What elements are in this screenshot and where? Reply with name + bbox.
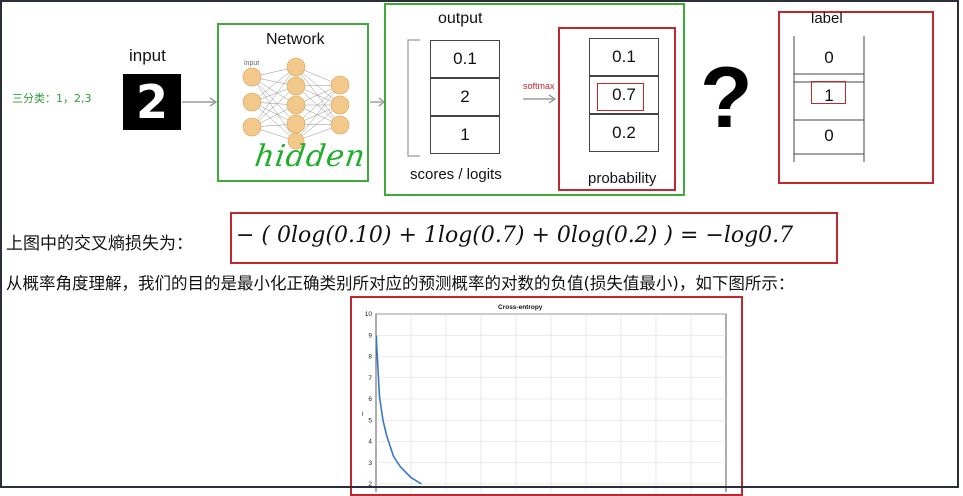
probability-cell: 0.7 [589,76,659,114]
y-tick-label: 2 [368,481,372,488]
input-digit-image: 2 [123,74,181,130]
true-label-highlight [811,81,846,104]
network-input-label: input [244,60,260,67]
chart-title: Cross-entropy [498,304,543,311]
label-box [778,11,934,184]
loss-formula: − ( 0log(0.10) + 1log(0.7) + 0log(0.2) )… [236,223,794,248]
scores-bracket [407,39,420,157]
score-cell: 2 [430,78,500,116]
label-value: 0 [824,126,834,145]
label-column-lines [793,36,865,162]
y-tick-label: 10 [365,311,373,318]
score-cell: 0.1 [430,40,500,78]
y-tick-label: 9 [368,332,372,339]
probability-label: probability [588,170,657,187]
label-value: 0 [824,48,834,67]
cross-entropy-chart: 10 9 8 7 6 5 4 3 2 [365,311,727,492]
y-tick-label: 6 [368,396,372,403]
score-cell: 1 [430,116,500,154]
explanation-text: 从概率角度理解，我们的目的是最小化正确类别所对应的预测概率的对数的负值(损失值最… [6,274,795,293]
chart-ylabel: l [362,412,364,418]
input-label: input [129,46,166,65]
y-tick-label: 5 [368,417,372,424]
y-tick-label: 8 [368,354,372,361]
network-box [217,23,369,182]
predicted-probability-highlight [597,83,644,111]
probability-cell: 0.2 [589,114,659,152]
y-tick-label: 3 [368,460,372,467]
input-digit: 2 [135,75,168,129]
softmax-label: softmax [523,81,555,91]
label-value: 1 [824,86,834,105]
arrow-input-to-network [182,97,218,107]
network-label: Network [266,31,325,48]
probability-cell: 0.1 [589,38,659,76]
question-mark: ? [700,50,753,146]
scores-logits-label: scores / logits [410,166,502,183]
cross-entropy-curve [375,335,422,485]
y-tick-label: 4 [368,439,372,446]
output-box [384,3,685,196]
y-tick-label: 7 [368,375,372,382]
label-title: label [811,10,843,27]
loss-prefix: 上图中的交叉熵损失为： [6,234,193,254]
arrow-softmax [523,94,557,104]
hidden-handwritten-label: hidden [252,139,368,174]
output-label: output [438,10,483,27]
loss-formula-box [230,212,838,264]
probability-box [558,27,676,191]
three-class-note: 三分类：1，2,3 [12,92,92,105]
neural-network-graphic [242,57,350,150]
